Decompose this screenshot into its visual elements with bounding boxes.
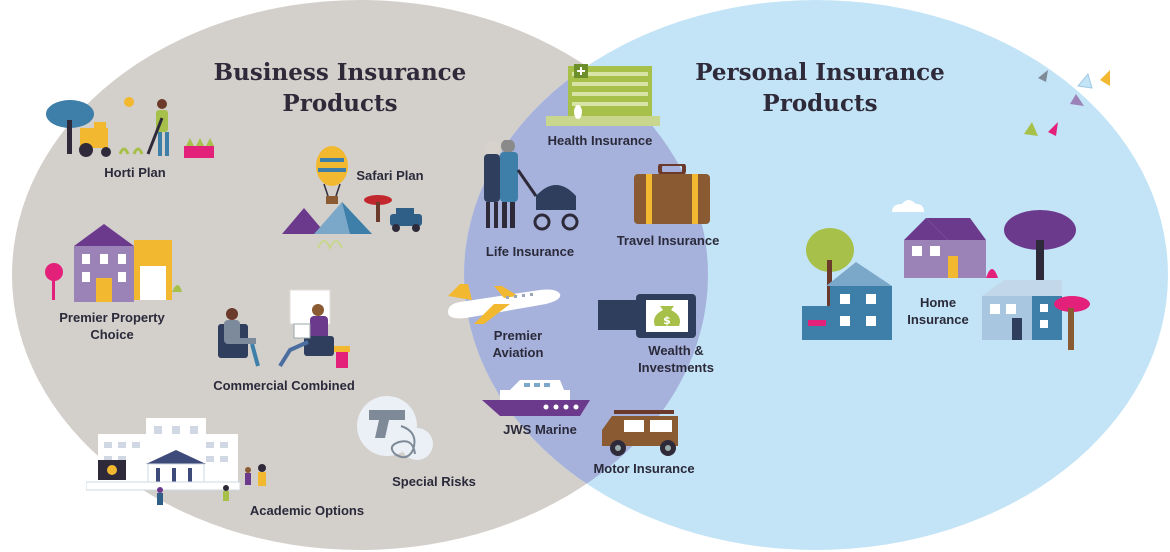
personal-title: Personal Insurance Products bbox=[695, 59, 945, 117]
houses-trees-illustration bbox=[802, 200, 1090, 350]
health-insurance-label: Health Insurance bbox=[547, 133, 653, 148]
home-insurance-label: Home Insurance bbox=[907, 295, 969, 327]
farmer-tractor-illustration bbox=[46, 97, 214, 158]
family-stroller-illustration bbox=[484, 140, 579, 231]
safari-plan-label: Safari Plan bbox=[356, 168, 424, 183]
gun-rope-icon bbox=[357, 396, 433, 460]
special-risks-label: Special Risks bbox=[392, 474, 476, 489]
academic-options-label: Academic Options bbox=[249, 503, 365, 518]
safari-camp-illustration bbox=[282, 146, 422, 251]
birds-illustration bbox=[1024, 70, 1110, 136]
suv-car-icon bbox=[602, 410, 678, 456]
wealth-investments-label: Wealth & Investments bbox=[638, 343, 714, 375]
business-title: Business Insurance Products bbox=[213, 59, 467, 117]
business-meeting-illustration bbox=[218, 289, 350, 368]
motor-insurance-label: Motor Insurance bbox=[593, 461, 695, 476]
school-campus-illustration bbox=[86, 418, 266, 505]
airplane-icon bbox=[448, 284, 561, 324]
suitcase-icon bbox=[634, 164, 710, 224]
life-insurance-label: Life Insurance bbox=[485, 244, 575, 259]
commercial-combined-label: Commercial Combined bbox=[213, 378, 355, 393]
hospital-building-illustration bbox=[546, 64, 660, 126]
jws-marine-label: JWS Marine bbox=[503, 422, 577, 437]
premier-property-label: Premier Property Choice bbox=[59, 310, 165, 342]
svg-text:$: $ bbox=[663, 314, 671, 327]
travel-insurance-label: Travel Insurance bbox=[616, 233, 720, 248]
safe-money-bag-icon: $ bbox=[598, 294, 696, 338]
property-building-illustration bbox=[45, 224, 182, 302]
yacht-icon bbox=[482, 380, 590, 416]
horti-plan-label: Horti Plan bbox=[104, 165, 166, 180]
premier-aviation-label: Premier Aviation bbox=[492, 328, 544, 360]
